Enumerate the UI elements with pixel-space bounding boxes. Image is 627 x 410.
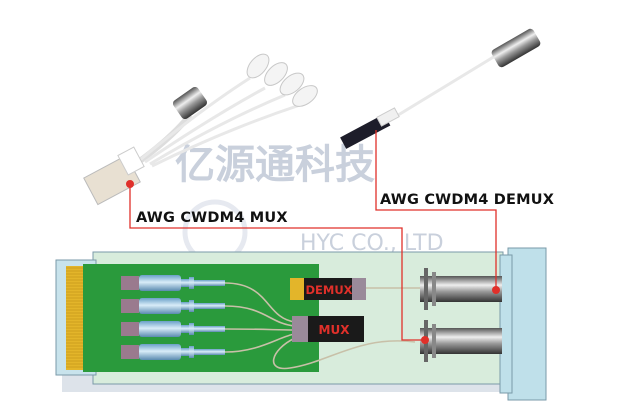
laser-tosa [121,298,225,314]
mux-callout-line [129,184,425,341]
demux-chip-label: DEMUX [305,283,352,297]
mux-component-photo [83,53,318,206]
watermark-chinese: 亿源通科技 [175,142,375,188]
optical-module: DEMUX MUX [55,247,547,401]
demux-component-photo [340,28,541,149]
demux-callout-line [375,130,497,290]
mux-port-dot [421,336,429,344]
mux-label: AWG CWDM4 MUX [136,210,288,226]
mux-chip: MUX [292,316,364,342]
demux-port-dot [492,286,500,294]
module-end-cap [507,247,547,401]
demux-label: AWG CWDM4 DEMUX [380,192,555,208]
fiber-routing [224,282,420,370]
laser-tosa [121,321,225,337]
callout-lines [129,130,497,341]
laser-tosa [121,275,225,291]
gold-fingers [66,266,83,370]
demux-receptacle [420,268,502,310]
laser-tosa [121,344,225,360]
mux-chip-label: MUX [319,323,351,337]
mux-callout-dot [126,180,134,188]
demux-chip: DEMUX [290,278,366,300]
